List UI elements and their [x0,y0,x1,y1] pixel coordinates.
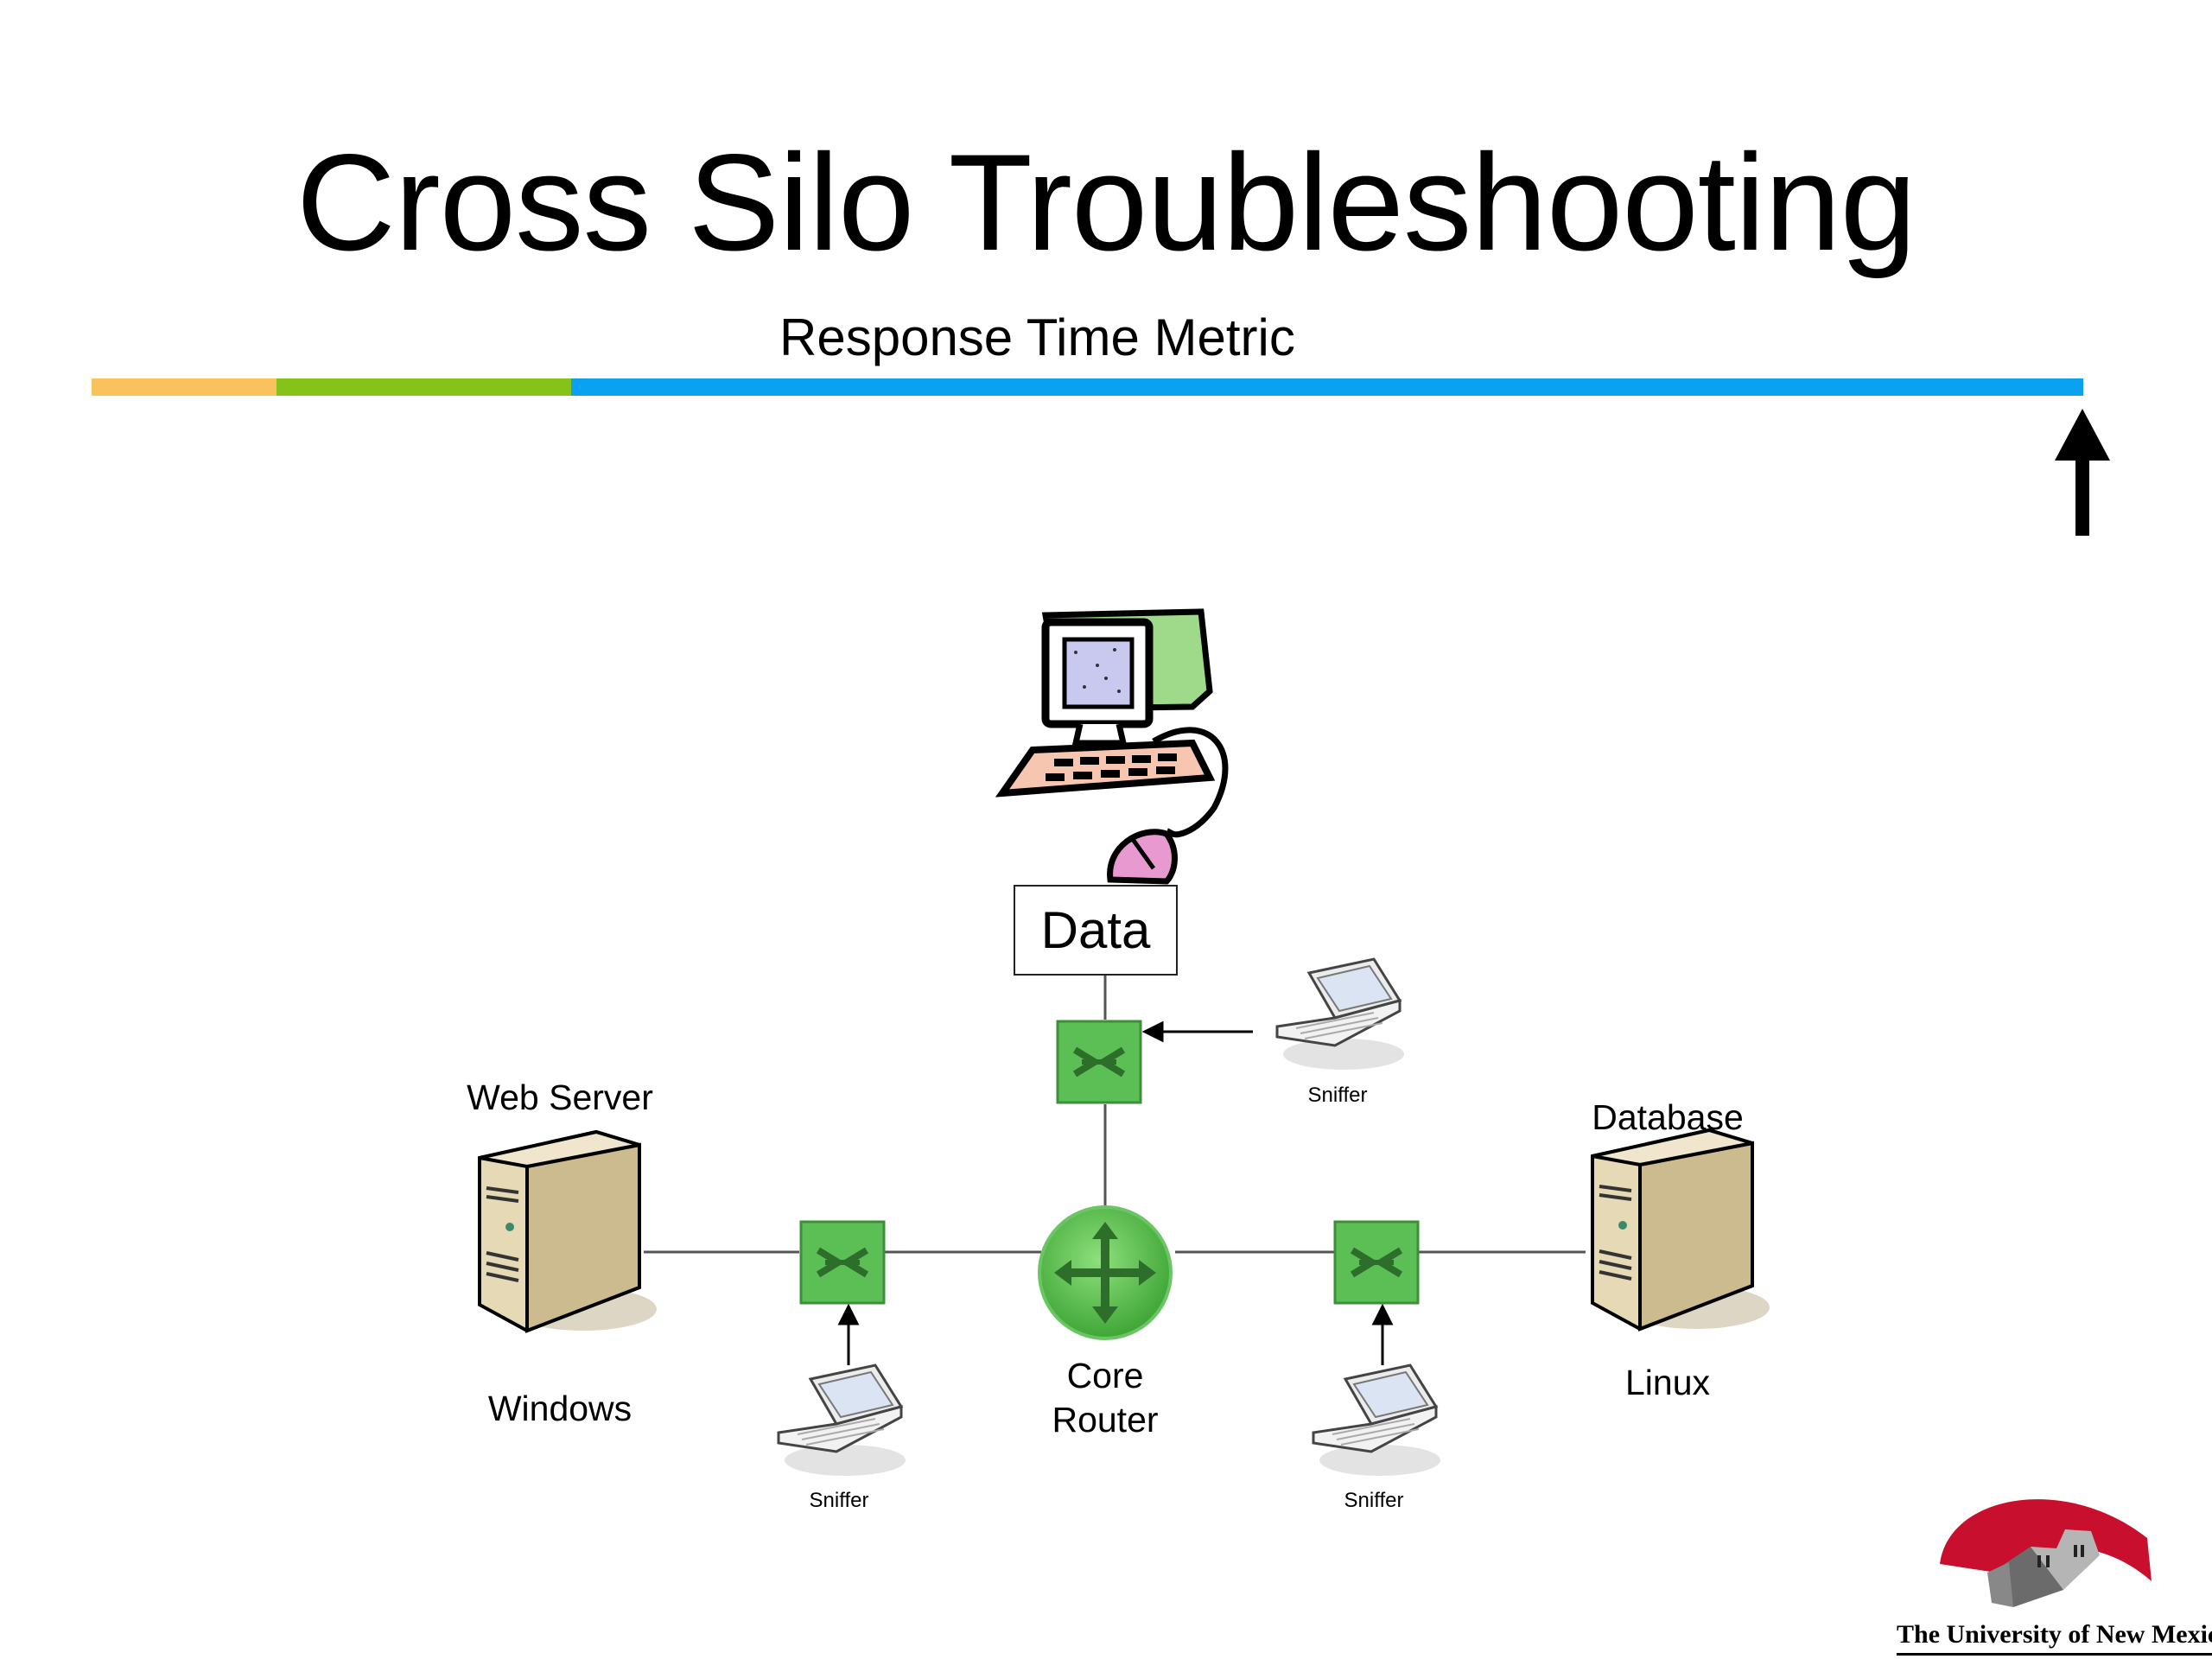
response-time-bar [92,378,2083,396]
database-label: Database [1592,1097,1744,1137]
unm-logo-icon [1940,1499,2152,1607]
switch-top-icon [1056,1020,1142,1104]
switch-right-icon [1333,1220,1420,1305]
timeline-segment-client [92,378,277,396]
timeline-segment-server [571,378,2083,396]
core-router-label-line1: Core [1066,1356,1144,1395]
database-server-icon [1591,1128,1770,1332]
slide-title: Cross Silo Troubleshooting [296,125,1916,279]
router-icon [1038,1205,1173,1340]
windows-label: Windows [487,1389,632,1428]
unm-logo-text: The University of New Mexico [1897,1620,2212,1656]
web-server-icon [478,1129,657,1333]
sniffer-left-label: Sniffer [809,1489,869,1512]
core-router-label-line2: Router [1052,1400,1159,1440]
data-box: Data [1014,885,1178,976]
web-server-label: Web Server [467,1077,653,1117]
up-arrow-icon [2055,409,2110,536]
timeline-segment-network [276,378,572,396]
sniffer-right-laptop-icon [1312,1363,1440,1476]
slide-subtitle: Response Time Metric [779,308,1295,366]
workstation-icon [995,608,1229,885]
sniffer-right-label: Sniffer [1344,1489,1404,1512]
sniffer-top-laptop-icon [1275,957,1404,1070]
sniffer-left-laptop-icon [777,1363,906,1476]
switch-left-icon [799,1220,886,1305]
linux-label: Linux [1624,1363,1711,1402]
sniffer-top-label: Sniffer [1307,1084,1368,1107]
